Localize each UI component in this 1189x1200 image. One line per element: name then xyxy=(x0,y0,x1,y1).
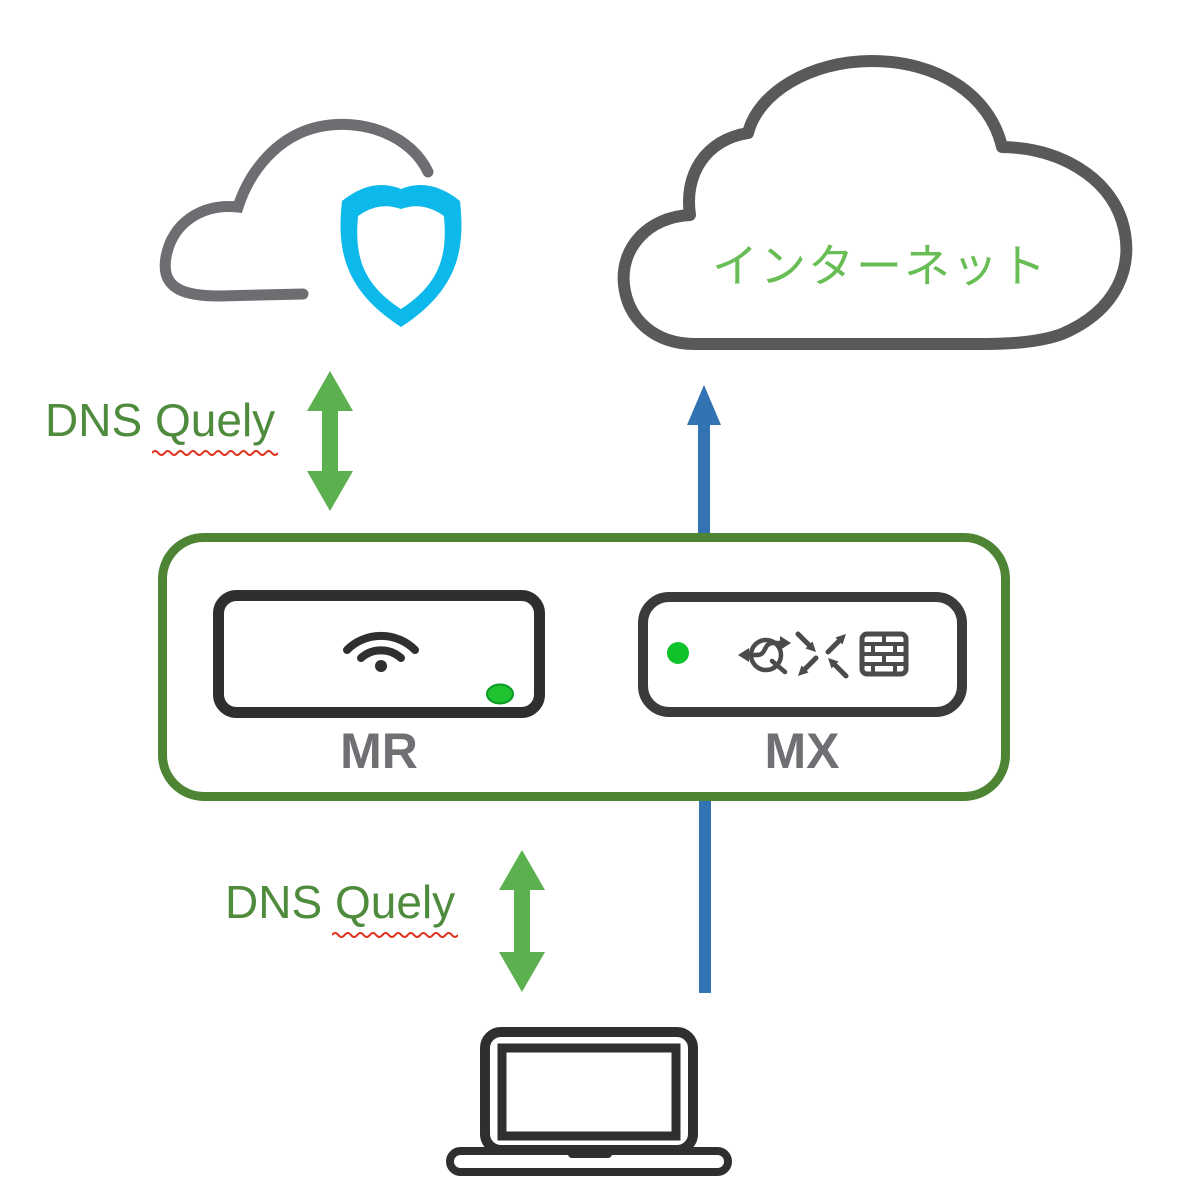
spellcheck-squiggle-icon xyxy=(152,448,278,456)
status-led-icon xyxy=(667,642,689,664)
uplink-line xyxy=(699,801,711,993)
internet-cloud-label: インターネット xyxy=(712,240,1048,292)
mr-device xyxy=(213,590,545,718)
spellcheck-squiggle-icon xyxy=(332,930,458,938)
traffic-shaping-icon xyxy=(795,631,849,679)
dns-query-word: Quely xyxy=(335,876,455,929)
mr-label: MR xyxy=(340,723,418,779)
cloud-icon xyxy=(159,118,434,302)
dns-security-cloud xyxy=(159,118,462,327)
status-led-icon xyxy=(486,683,514,705)
bidirectional-arrow-icon xyxy=(307,371,353,511)
wifi-icon xyxy=(343,631,419,672)
firewall-icon xyxy=(859,631,909,677)
dns-query-word: Quely xyxy=(155,394,275,447)
nat-icon xyxy=(738,636,791,675)
dns-query-prefix: DNS xyxy=(45,394,143,446)
bidirectional-arrow-icon xyxy=(499,850,545,992)
cloud-icon xyxy=(617,55,1133,350)
dns-query-prefix: DNS xyxy=(225,876,323,928)
shield-icon xyxy=(340,185,462,327)
mx-label: MX xyxy=(764,723,840,779)
mx-device xyxy=(638,592,967,717)
internet-cloud: インターネット xyxy=(600,45,1160,365)
uplink-arrow-icon xyxy=(687,385,721,542)
laptop-icon xyxy=(446,1027,732,1176)
